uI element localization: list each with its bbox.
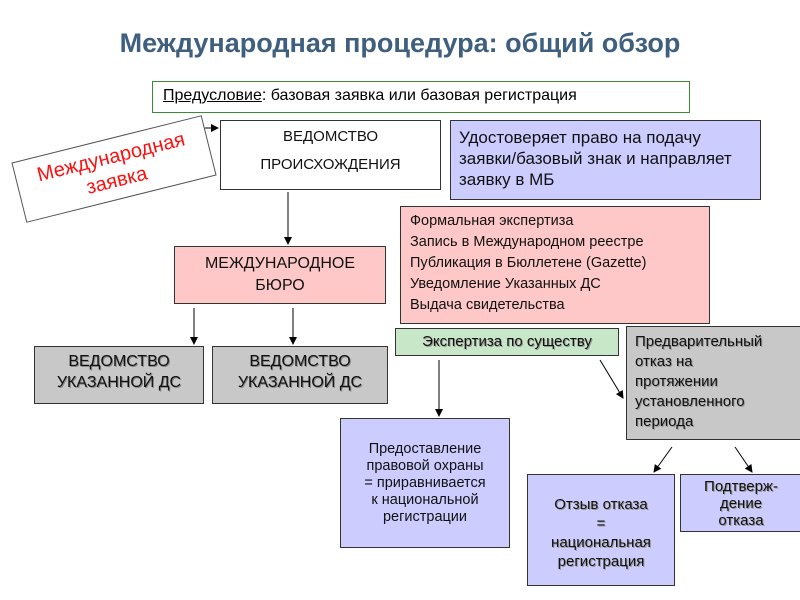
formal-task: Запись в Международном реестре — [410, 234, 644, 250]
precondition-label: Предусловие — [163, 87, 262, 104]
formal-task: Уведомление Указанных ДС — [410, 276, 601, 292]
formal-task: Выдача свидетельства — [410, 297, 565, 313]
formal-task: Публикация в Бюллетене (Gazette) — [410, 255, 647, 271]
arrow-refusal-to-confirmation — [734, 446, 753, 473]
international-bureau-box: МЕЖДУНАРОДНОЕ БЮРО — [174, 246, 386, 304]
substantive-exam-box: Экспертиза по существу — [395, 328, 619, 356]
withdrawal-box: Отзыв отказа = национальная регистрация — [527, 474, 675, 586]
confirmation-box: Подтверж- дение отказа — [680, 474, 800, 532]
designated-office-box-1: ВЕДОМСТВО УКАЗАННОЙ ДС — [34, 346, 204, 404]
formal-tasks-box: Формальная экспертиза Запись в Междунаро… — [400, 206, 710, 324]
formal-task: Формальная экспертиза — [410, 213, 574, 229]
precondition-text: : базовая заявка или базовая регистрация — [261, 87, 577, 104]
certify-note-box: Удостоверяет право на подачу заявки/базо… — [450, 120, 761, 200]
arrow-exam-to-refusal — [599, 359, 624, 399]
provisional-refusal-box: Предварительный отказ на протяжении уста… — [626, 326, 800, 440]
grant-protection-box: Предоставление правовой охраны = приравн… — [340, 418, 510, 548]
precondition-box: Предусловие: базовая заявка или базовая … — [152, 81, 690, 113]
page-title: Международная процедура: общий обзор — [119, 28, 681, 58]
arrow-refusal-to-withdrawal — [653, 446, 673, 473]
office-of-origin-box: ВЕДОМСТВО ПРОИСХОЖДЕНИЯ — [220, 120, 441, 190]
designated-office-box-2: ВЕДОМСТВО УКАЗАННОЙ ДС — [212, 346, 388, 404]
